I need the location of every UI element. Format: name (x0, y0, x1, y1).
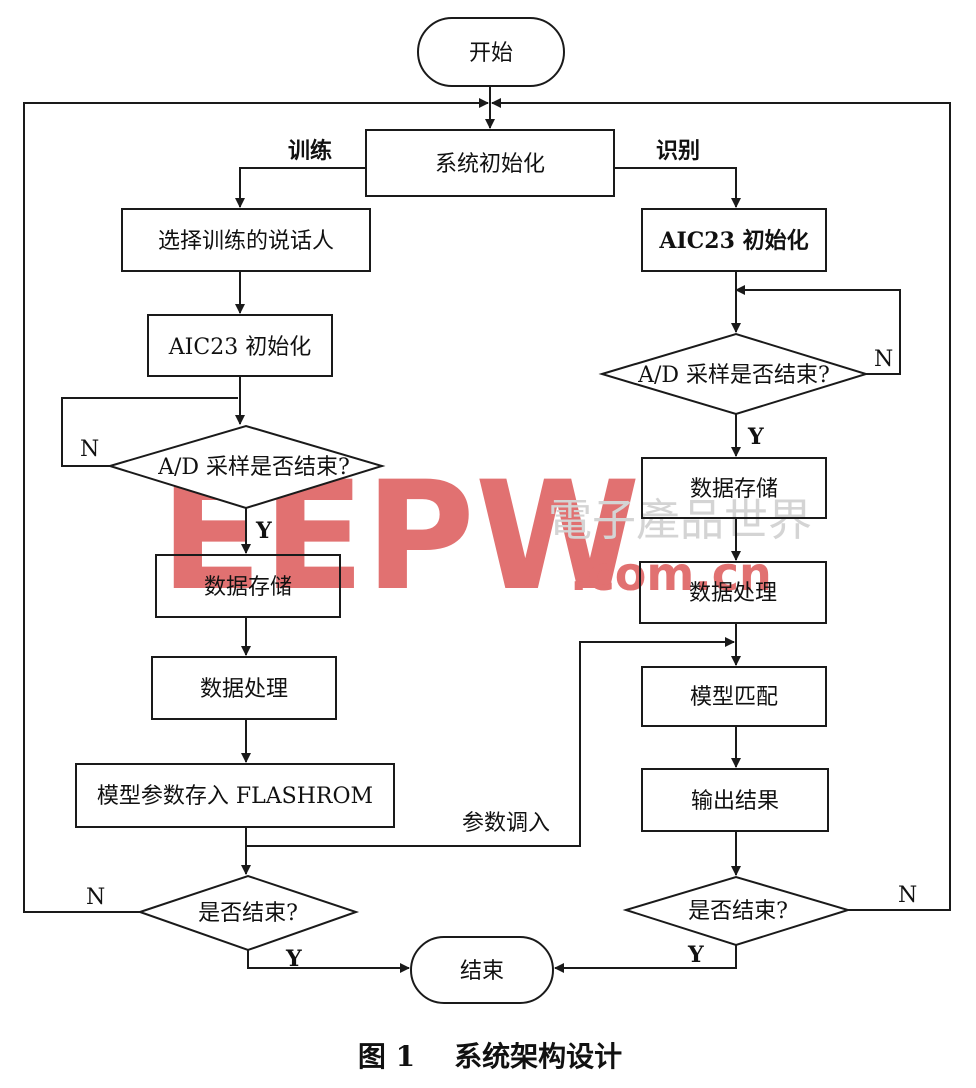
ad-sampling-right-decision: A/D 采样是否结束? (598, 332, 870, 416)
n-label-end-right: N (898, 883, 917, 908)
figure-caption: 图 1 系统架构设计 (358, 1040, 622, 1073)
y-label-end-right: Y (687, 942, 704, 968)
aic23-init-right-box: AIC23 初始化 (641, 208, 827, 272)
y-label-ad-right: Y (747, 424, 764, 450)
output-result-box: 输出结果 (641, 768, 829, 832)
watermark: EEPW 電子產品世界 .com.cn (160, 450, 812, 624)
recognize-branch-label: 识别 (656, 138, 700, 164)
data-storage-left-box: 数据存储 (155, 554, 341, 618)
model-matching-box: 模型匹配 (641, 666, 827, 727)
start-label: 开始 (469, 41, 513, 66)
save-model-box: 模型参数存入 FLASHROM (75, 763, 395, 828)
output-result-label: 输出结果 (691, 789, 779, 814)
end-node: 结束 (410, 936, 554, 1004)
watermark-chinese: 電子產品世界 (548, 495, 812, 546)
data-processing-left-label: 数据处理 (200, 677, 288, 702)
select-speaker-box: 选择训练的说话人 (121, 208, 371, 272)
ad-sampling-left-label: A/D 采样是否结束? (157, 455, 350, 480)
model-matching-label: 模型匹配 (690, 685, 778, 710)
system-init-label: 系统初始化 (435, 152, 545, 177)
aic23-init-right-label: AIC23 初始化 (658, 228, 808, 254)
ad-sampling-left-decision: A/D 采样是否结束? (106, 424, 386, 510)
train-branch-label: 训练 (288, 138, 332, 164)
data-storage-left-label: 数据存储 (204, 575, 292, 600)
branch-markers: N Y N Y N Y N Y (80, 347, 917, 972)
n-label-ad-right: N (874, 347, 893, 372)
data-processing-right-label: 数据处理 (689, 581, 777, 606)
select-speaker-label: 选择训练的说话人 (158, 229, 334, 254)
end-check-left-decision: 是否结束? (136, 874, 360, 952)
system-init-box: 系统初始化 (365, 129, 615, 197)
end-check-right-label: 是否结束? (688, 899, 788, 924)
connectors (23, 86, 951, 973)
data-storage-right-label: 数据存储 (690, 477, 778, 502)
param-load-label: 参数调入 (462, 811, 550, 836)
n-label-end-left: N (86, 885, 105, 910)
end-check-left-label: 是否结束? (198, 901, 298, 926)
data-processing-left-box: 数据处理 (151, 656, 337, 720)
data-storage-right-box: 数据存储 (641, 457, 827, 519)
save-model-label: 模型参数存入 FLASHROM (97, 784, 373, 809)
aic23-init-left-box: AIC23 初始化 (147, 314, 333, 377)
end-check-right-decision: 是否结束? (622, 875, 852, 947)
start-node: 开始 (417, 17, 565, 87)
n-label-ad-left: N (80, 437, 99, 462)
aic23-init-left-label: AIC23 初始化 (168, 335, 311, 360)
y-label-end-left: Y (285, 946, 302, 972)
ad-sampling-right-label: A/D 采样是否结束? (637, 363, 830, 388)
end-label: 结束 (460, 959, 504, 984)
data-processing-right-box: 数据处理 (639, 561, 827, 624)
y-label-ad-left: Y (255, 518, 272, 544)
